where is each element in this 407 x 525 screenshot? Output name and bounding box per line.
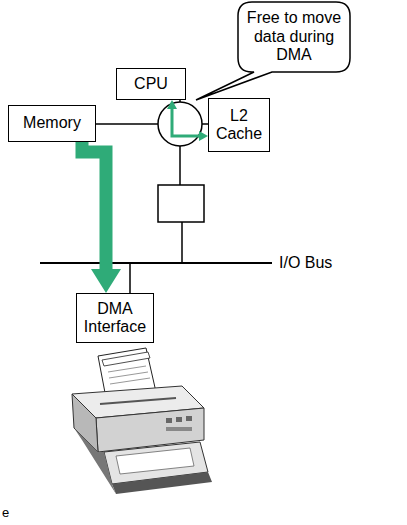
wire (181, 222, 183, 263)
data-flow-arrow (82, 142, 121, 293)
wire (96, 123, 158, 125)
node-text: DMA Interface (81, 300, 149, 337)
fragment-label: e (2, 506, 9, 521)
arrow-head (91, 269, 121, 293)
wire (179, 100, 181, 102)
bus-label: I/O Bus (279, 254, 332, 272)
memory-box: Memory (8, 105, 96, 142)
callout-bubble: Free to move data during DMA (238, 2, 350, 72)
arrow-head (167, 100, 177, 109)
io-bus-line (40, 262, 272, 264)
node-text: CPU (134, 75, 168, 93)
wire (129, 263, 131, 293)
data-flow-arrow (167, 100, 208, 141)
dma-interface-box: DMA Interface (76, 293, 154, 343)
wire (179, 146, 181, 185)
node-text: L2 Cache (213, 107, 265, 144)
switch-circle (158, 102, 202, 146)
cache-box: L2 Cache (208, 98, 270, 152)
printer-illustration (72, 348, 212, 494)
callout-shape (196, 2, 350, 100)
arrow-shaft (172, 108, 200, 136)
node-text: Free to move data during DMA (243, 9, 345, 64)
node-text: Memory (23, 114, 81, 132)
arrow-shaft (82, 142, 106, 270)
cpu-box: CPU (116, 68, 186, 100)
arrow-head (199, 131, 208, 141)
bridge-box (158, 185, 204, 222)
